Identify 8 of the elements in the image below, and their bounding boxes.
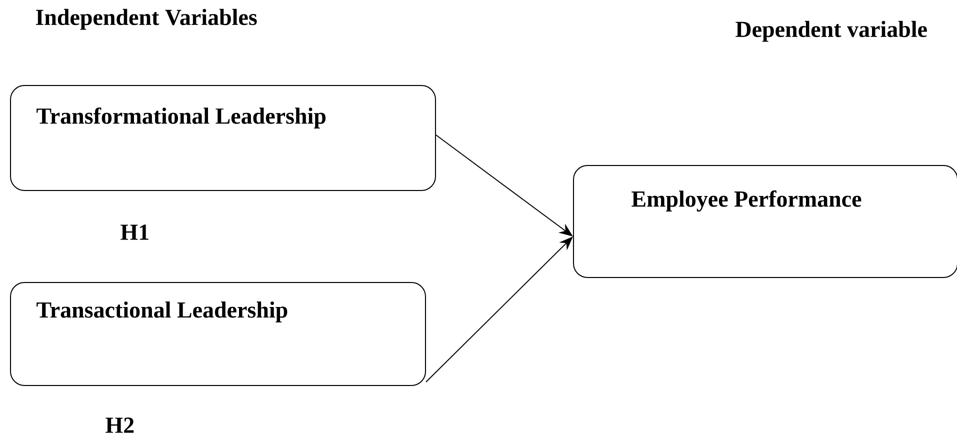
label: H1: [120, 224, 148, 240]
label: Dependent variable: [736, 20, 927, 42]
box: Transformational Leadership: [10, 85, 436, 191]
box: Employee Performance: [573, 165, 957, 278]
arrow: [426, 236, 573, 382]
box: Transactional Leadership: [10, 282, 426, 386]
label: H2: [106, 418, 134, 433]
label: Independent Variables: [36, 8, 257, 30]
